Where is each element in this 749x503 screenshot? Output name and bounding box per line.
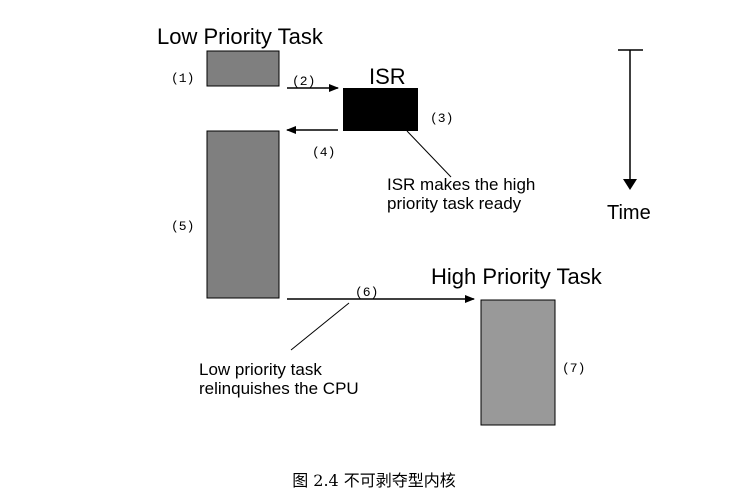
low-priority-task-title: Low Priority Task [157, 24, 324, 49]
step-label-2: (2) [292, 74, 315, 89]
high-task-block [480, 299, 556, 426]
step-label-5: (5) [171, 219, 194, 234]
time-arrow-head-icon [623, 179, 637, 190]
isr-note-line-2: priority task ready [387, 194, 522, 213]
step-label-4: (4) [312, 145, 335, 160]
high-priority-task-title: High Priority Task [431, 264, 603, 289]
isr-note-leader [406, 130, 452, 178]
low-task-block-5 [206, 130, 280, 299]
figure-caption: 图 2.4 不可剥夺型内核 [292, 471, 456, 490]
low-note-leader [290, 302, 350, 351]
isr-note-line-1: ISR makes the high [387, 175, 535, 194]
low-task-block-1 [206, 50, 280, 87]
low-note-line-1: Low priority task [199, 360, 322, 379]
isr-title: ISR [369, 64, 406, 89]
step-label-1: (1) [171, 71, 194, 86]
time-label: Time [607, 202, 651, 224]
low-note-line-2: relinquishes the CPU [199, 379, 359, 398]
isr-block [343, 88, 418, 131]
step-label-3: (3) [430, 111, 453, 126]
step-label-7: (7) [562, 361, 585, 376]
step-label-6: (6) [355, 285, 378, 300]
